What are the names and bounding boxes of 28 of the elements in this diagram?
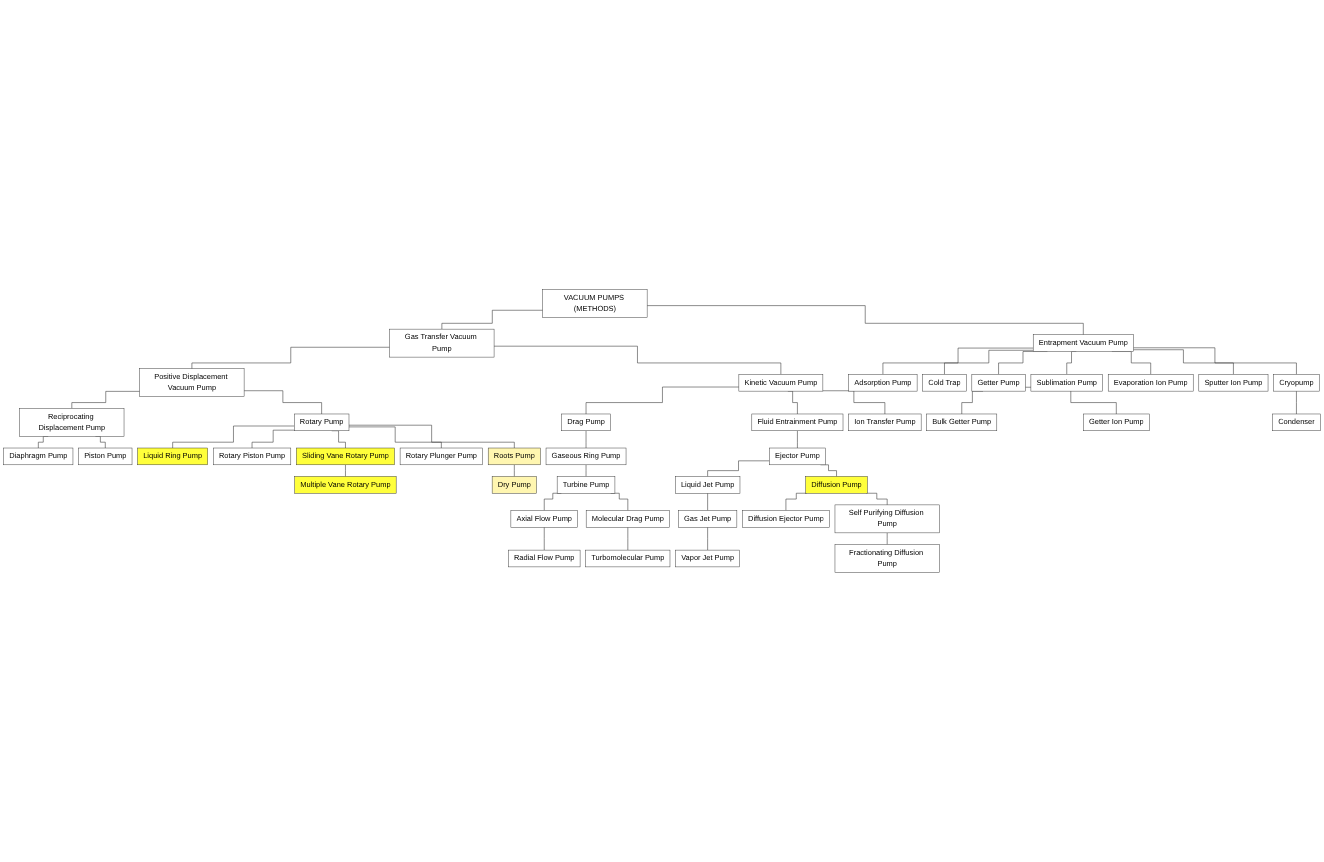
connector [707, 492, 708, 511]
connector [441, 310, 543, 330]
connector [348, 426, 442, 449]
connector [646, 305, 1084, 335]
connector [493, 345, 782, 375]
connector [1133, 347, 1297, 375]
connector [944, 350, 1034, 375]
connector [787, 390, 798, 415]
connector [785, 492, 807, 511]
connector [251, 429, 295, 449]
connector [543, 492, 562, 511]
connector [71, 391, 140, 409]
connector [797, 430, 798, 449]
connector [882, 347, 1034, 375]
connector [243, 390, 322, 415]
connector [1066, 351, 1077, 375]
connector [348, 424, 515, 449]
connector [707, 527, 708, 551]
connector [866, 492, 888, 506]
connector [707, 460, 770, 477]
connector [191, 347, 390, 370]
connector [627, 527, 629, 551]
connector [1296, 390, 1297, 415]
connector [543, 527, 545, 551]
connector [585, 386, 740, 415]
connector [1133, 349, 1234, 375]
connector [822, 390, 886, 415]
connector [172, 425, 295, 449]
